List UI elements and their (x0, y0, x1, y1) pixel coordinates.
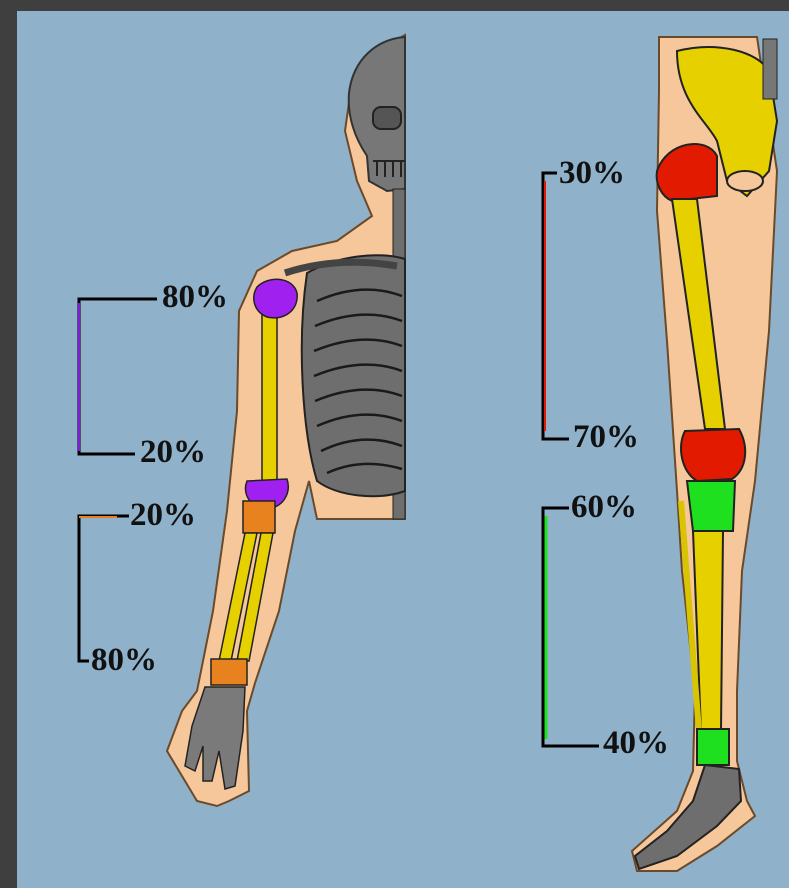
humerus-distal-percent-label: 20% (140, 436, 206, 469)
tibia-distal-growth-plate (697, 729, 729, 765)
forearm-proximal-growth-plate (243, 501, 275, 533)
arm-figure (167, 35, 405, 806)
spine-lower (763, 39, 777, 99)
humerus-proximal-percent-label: 80% (162, 281, 228, 314)
femur-distal-percent-label: 70% (573, 421, 639, 454)
forearm-bracket (79, 516, 129, 661)
humerus-proximal-growth-plate (254, 279, 297, 318)
tibia-proximal-percent-label: 60% (571, 491, 637, 524)
tibia-proximal-growth-plate (687, 481, 735, 531)
humerus-shaft (262, 311, 277, 481)
eye-socket (373, 107, 401, 129)
femur-proximal-percent-label: 30% (559, 157, 625, 190)
tibia-distal-percent-label: 40% (603, 727, 669, 760)
tibia-bracket (543, 508, 599, 746)
femur-distal-growth-plate (681, 429, 745, 481)
obturator-foramen (727, 171, 763, 191)
femur-bracket (543, 173, 569, 439)
forearm-proximal-percent-label: 20% (130, 499, 196, 532)
humerus-bracket (79, 299, 157, 454)
forearm-distal-percent-label: 80% (91, 644, 157, 677)
growth-plate-diagram (17, 11, 789, 888)
forearm-distal-growth-plate (211, 659, 247, 685)
diagram-frame: 80% 20% 20% 80% 30% 70% 60% 40% (17, 11, 789, 888)
